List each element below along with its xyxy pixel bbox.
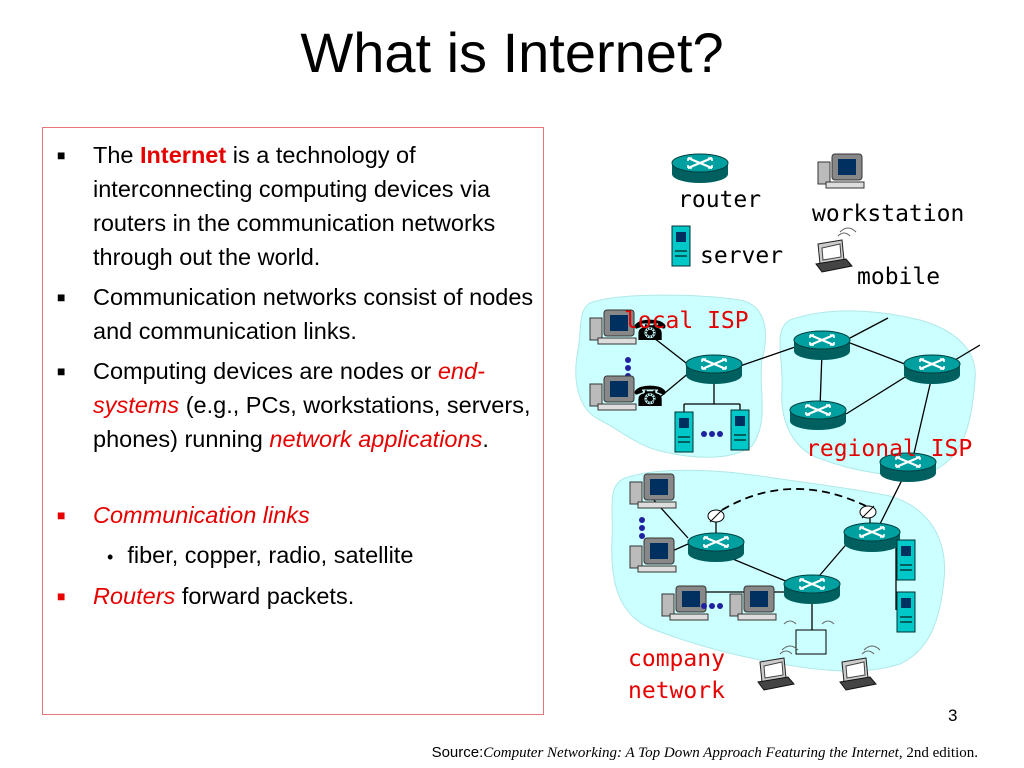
square-bullet-icon: ■: [57, 363, 66, 379]
regional-isp-label: regional ISP: [806, 436, 972, 462]
legend-router-label: router: [678, 187, 761, 213]
satellite-dish-icon: [707, 509, 725, 523]
internet-highlight: Internet: [140, 142, 227, 168]
router-icon: [788, 399, 848, 432]
square-bullet-icon: ■: [57, 289, 66, 305]
square-bullet-icon: ■: [57, 147, 66, 163]
square-bullet-icon: ■: [57, 588, 66, 604]
server-icon: [896, 591, 916, 633]
legend-server-label: server: [700, 243, 783, 269]
router-icon: [842, 521, 902, 554]
bullet-communication-networks: ■ Communication networks consist of node…: [57, 280, 537, 348]
wireless-signal-icon: [783, 620, 835, 625]
legend-workstation-icon: [817, 153, 865, 189]
routers-term: Routers: [93, 583, 176, 609]
bullet-routers: ■ Routers forward packets.: [57, 579, 537, 613]
source-book-title: Computer Networking: A Top Down Approach…: [483, 745, 899, 761]
slide-title: What is Internet?: [300, 21, 724, 84]
company-network-cloud: [611, 469, 946, 672]
ellipsis-icon: [639, 517, 645, 539]
end-systems-term: end-systems: [93, 358, 485, 418]
bullet-textbox: ■ The Internet is a technology of interc…: [42, 127, 544, 715]
source-citation: Source:Computer Networking: A Top Down A…: [431, 744, 978, 761]
router-icon: [684, 353, 744, 386]
server-icon: [730, 409, 750, 451]
router-icon: [902, 353, 962, 386]
server-icon: [896, 539, 916, 581]
legend-router-icon: [670, 152, 730, 185]
legend-mobile-icon: [815, 227, 857, 273]
phone-icon: [632, 381, 668, 412]
network-diagram: ☎ router workstation server mobile: [575, 152, 980, 704]
sub-bullet-link-types: •fiber, copper, radio, satellite: [107, 542, 414, 568]
router-icon: [686, 531, 746, 564]
local-isp-label: local ISP: [624, 308, 749, 334]
dot-bullet-icon: •: [107, 547, 114, 567]
legend-workstation-label: workstation: [812, 201, 964, 227]
satellite-dish-icon: [859, 505, 877, 519]
bullet-internet-definition: ■ The Internet is a technology of interc…: [57, 138, 537, 274]
square-bullet-icon: ■: [57, 507, 66, 523]
company-network-label-line2: network: [628, 678, 725, 704]
company-network-label-line1: company: [628, 646, 725, 672]
access-point-icon: [795, 629, 827, 655]
legend: router workstation server mobile: [670, 152, 964, 290]
legend-mobile-label: mobile: [857, 264, 940, 290]
legend-server-icon: [671, 225, 691, 267]
bullet-communication-links: ■ Communication links: [57, 498, 537, 532]
router-icon: [792, 329, 852, 362]
page-number: 3: [948, 706, 958, 725]
ellipsis-icon: [701, 603, 723, 609]
router-icon: [782, 573, 842, 606]
bullet-computing-devices: ■ Computing devices are nodes or end-sys…: [57, 354, 537, 456]
ellipsis-icon: [701, 431, 723, 437]
server-icon: [674, 411, 694, 453]
network-applications-term: network applications: [269, 426, 483, 452]
